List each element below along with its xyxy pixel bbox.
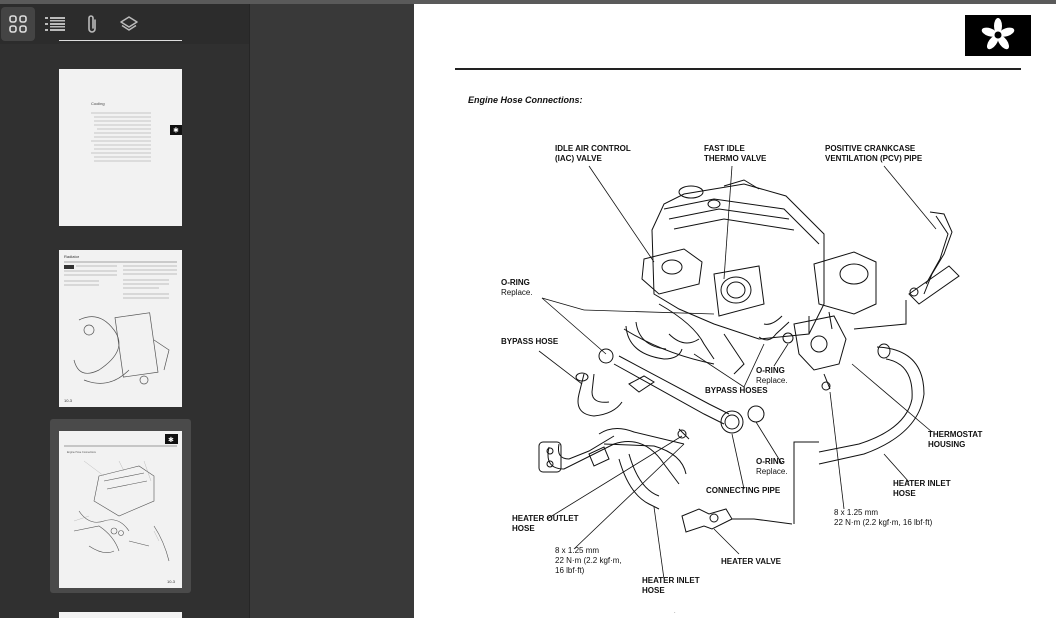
page-thumbnail[interactable] bbox=[59, 612, 182, 618]
cooling-fan-icon bbox=[981, 18, 1015, 50]
thumbnail-title: Cooling bbox=[91, 101, 105, 106]
document-page: Engine Hose Connections: bbox=[414, 4, 1056, 618]
viewer-background bbox=[250, 4, 414, 618]
section-title: Engine Hose Connections: bbox=[468, 95, 583, 105]
thumbnail-page-content: Cooling ✱ bbox=[91, 101, 182, 162]
outline-view-button[interactable] bbox=[38, 7, 72, 41]
label-bypass-hoses: BYPASS HOSES bbox=[705, 386, 768, 395]
thumbnail-page-content: ✱ Engine Hose Connections 10-3 bbox=[64, 434, 178, 584]
thumbnail-page-number: 10-3 bbox=[64, 398, 73, 403]
thumbnails-view-button[interactable] bbox=[1, 7, 35, 41]
label-bypass-hose: BYPASS HOSE bbox=[501, 337, 559, 346]
svg-text:✱: ✱ bbox=[173, 127, 179, 135]
attachments-view-button[interactable] bbox=[75, 7, 109, 41]
layers-view-button[interactable] bbox=[112, 7, 146, 41]
sidebar-toolbar bbox=[0, 4, 249, 44]
thumbnail-title: Engine Hose Connections bbox=[67, 451, 97, 454]
window-top-edge bbox=[0, 0, 1056, 4]
thumbnail-previous-edge bbox=[59, 40, 182, 41]
thumbnail-title: Radiator bbox=[64, 254, 80, 259]
section-logo bbox=[965, 15, 1031, 56]
header-rule bbox=[455, 68, 1021, 70]
engine-hose-diagram: · bbox=[538, 165, 960, 616]
svg-text:✱: ✱ bbox=[168, 436, 174, 444]
page-thumbnail[interactable]: Radiator 10-3 bbox=[59, 250, 182, 407]
thumbnails-grid-icon bbox=[9, 15, 27, 33]
label-connecting-pipe: CONNECTING PIPE bbox=[706, 486, 781, 495]
label-heater-valve: HEATER VALVE bbox=[721, 557, 782, 566]
thumbnail-page-number: 10-3 bbox=[167, 579, 176, 584]
page-thumbnail-current[interactable]: ✱ Engine Hose Connections 10-3 bbox=[59, 431, 182, 588]
layers-icon bbox=[120, 16, 138, 31]
outline-list-icon bbox=[45, 17, 65, 31]
page-thumbnail[interactable]: Cooling ✱ bbox=[59, 69, 182, 226]
label-iac-valve: IDLE AIR CONTROL(IAC) VALVE bbox=[555, 144, 631, 163]
svg-text:·: · bbox=[674, 610, 676, 616]
attachment-paperclip-icon bbox=[88, 15, 96, 33]
thumbnail-page-content: Radiator 10-3 bbox=[64, 254, 177, 403]
